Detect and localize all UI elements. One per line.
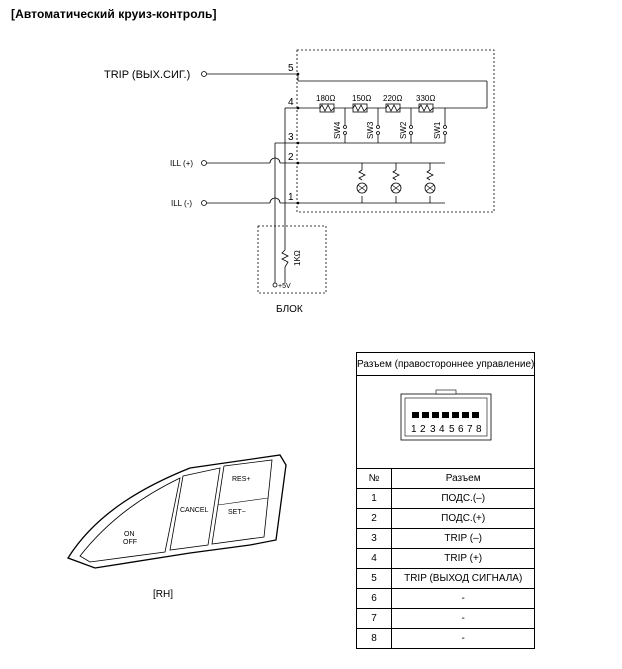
set-button-label: SET−	[228, 509, 246, 516]
connector-header: Разъем (правостороннее управление)	[355, 352, 536, 376]
pin-name: -	[390, 608, 536, 629]
pin-no: 7	[356, 608, 392, 629]
pin-no: 8	[356, 628, 392, 649]
pin-name: TRIP (+)	[390, 548, 536, 569]
pin-name: -	[390, 588, 536, 609]
table-header-row: № Разъем	[356, 468, 536, 489]
switch-label: SW1	[433, 121, 442, 139]
switch-panel-caption: [RH]	[153, 589, 173, 600]
resistor-value: 220Ω	[383, 94, 402, 103]
table-row: 8 -	[356, 628, 536, 649]
pin-no: 6	[356, 588, 392, 609]
pin-name: TRIP (–)	[390, 528, 536, 549]
on-button-label: ON	[124, 531, 135, 538]
terminal-ill-plus-label: ILL (+)	[170, 159, 193, 168]
table-row: 4 TRIP (+)	[356, 548, 536, 569]
pin-no: 3	[356, 528, 392, 549]
column-header-no: №	[356, 468, 392, 489]
pin-number: 1	[288, 192, 294, 203]
block-label: БЛОК	[276, 304, 303, 315]
resistor-value: 150Ω	[352, 94, 371, 103]
switch-housing-outline	[296, 49, 495, 213]
table-row: 6 -	[356, 588, 536, 609]
table-row: 2 ПОДС.(+)	[356, 508, 536, 529]
column-header-name: Разъем	[390, 468, 536, 489]
pin-no: 4	[356, 548, 392, 569]
pin-number: 5	[288, 63, 294, 74]
table-row: 7 -	[356, 608, 536, 629]
block-resistor-value: 1KΩ	[293, 250, 302, 266]
cancel-button-label: CANCEL	[180, 507, 209, 514]
switch-label: SW3	[366, 121, 375, 139]
pin-number: 3	[288, 132, 294, 143]
pin-no: 1	[356, 488, 392, 509]
resistor-value: 180Ω	[316, 94, 335, 103]
pin-no: 5	[356, 568, 392, 589]
connector-pin-table: Разъем (правостороннее управление) № Раз…	[355, 352, 536, 649]
connector-image-cell	[355, 375, 536, 469]
res-button-label: RES+	[232, 476, 250, 483]
pin-name: ПОДС.(+)	[390, 508, 536, 529]
switch-label: SW4	[333, 121, 342, 139]
page-title: [Автоматический круиз-контроль]	[11, 7, 217, 21]
terminal-ill-minus-label: ILL (-)	[171, 199, 192, 208]
pin-no: 2	[356, 508, 392, 529]
off-button-label: OFF	[123, 539, 137, 546]
table-row: 1 ПОДС.(–)	[356, 488, 536, 509]
pin-name: -	[390, 628, 536, 649]
block-supply-label: +5V	[278, 283, 291, 290]
resistor-value: 330Ω	[416, 94, 435, 103]
cruise-switch-panel	[67, 454, 287, 569]
pin-number: 4	[288, 97, 294, 108]
pin-number: 2	[288, 152, 294, 163]
pin-name: ПОДС.(–)	[390, 488, 536, 509]
pin-name: TRIP (ВЫХОД СИГНАЛА)	[390, 568, 536, 589]
switch-label: SW2	[399, 121, 408, 139]
terminal-trip-out-label: TRIP (ВЫХ.СИГ.)	[104, 69, 190, 81]
table-row: 5 TRIP (ВЫХОД СИГНАЛА)	[356, 568, 536, 589]
block-housing-outline	[257, 225, 327, 294]
table-row: 3 TRIP (–)	[356, 528, 536, 549]
